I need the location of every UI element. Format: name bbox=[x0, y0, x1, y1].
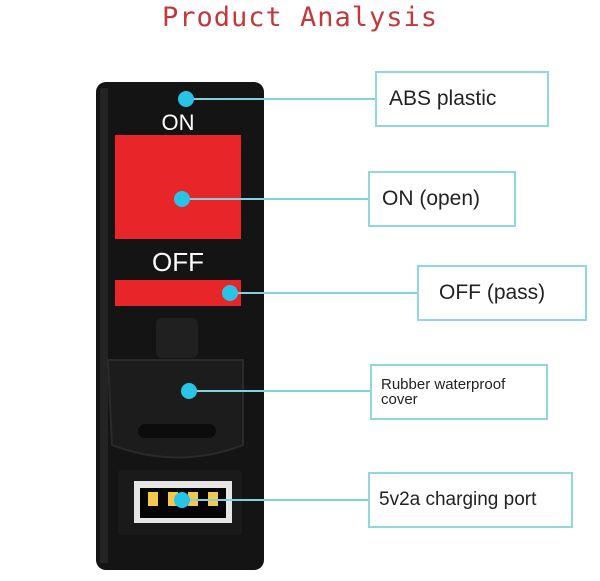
callout-dot-cover bbox=[181, 383, 197, 399]
callout-on: ON (open) bbox=[368, 171, 516, 227]
callout-dot-off bbox=[222, 285, 238, 301]
switch-body-shade bbox=[100, 88, 108, 563]
callout-dot-abs bbox=[178, 91, 194, 107]
callout-on-text: ON (open) bbox=[382, 187, 481, 210]
on-text: ON bbox=[162, 110, 195, 135]
callout-off-text: OFF (pass) bbox=[439, 281, 546, 304]
off-bar bbox=[115, 280, 241, 306]
cover-hinge bbox=[156, 318, 198, 358]
cover-tab bbox=[138, 424, 216, 438]
callout-cover-text: Rubber waterproof cover bbox=[381, 376, 506, 408]
usb-pin-2 bbox=[168, 492, 178, 506]
page-title: Product Analysis bbox=[161, 2, 439, 33]
callout-port: 5v2a charging port bbox=[368, 472, 573, 528]
usb-pin-1 bbox=[148, 492, 158, 506]
callout-dot-on bbox=[174, 191, 190, 207]
callout-off: OFF (pass) bbox=[417, 265, 587, 321]
callout-abs-text: ABS plastic bbox=[389, 87, 497, 110]
callout-dot-port bbox=[174, 492, 190, 508]
off-text: OFF bbox=[152, 247, 204, 277]
callout-port-text: 5v2a charging port bbox=[379, 489, 537, 510]
on-button bbox=[115, 135, 241, 239]
callout-abs: ABS plastic bbox=[375, 71, 549, 127]
rubber-cover bbox=[106, 359, 244, 459]
callout-cover: Rubber waterproof cover bbox=[370, 364, 548, 420]
